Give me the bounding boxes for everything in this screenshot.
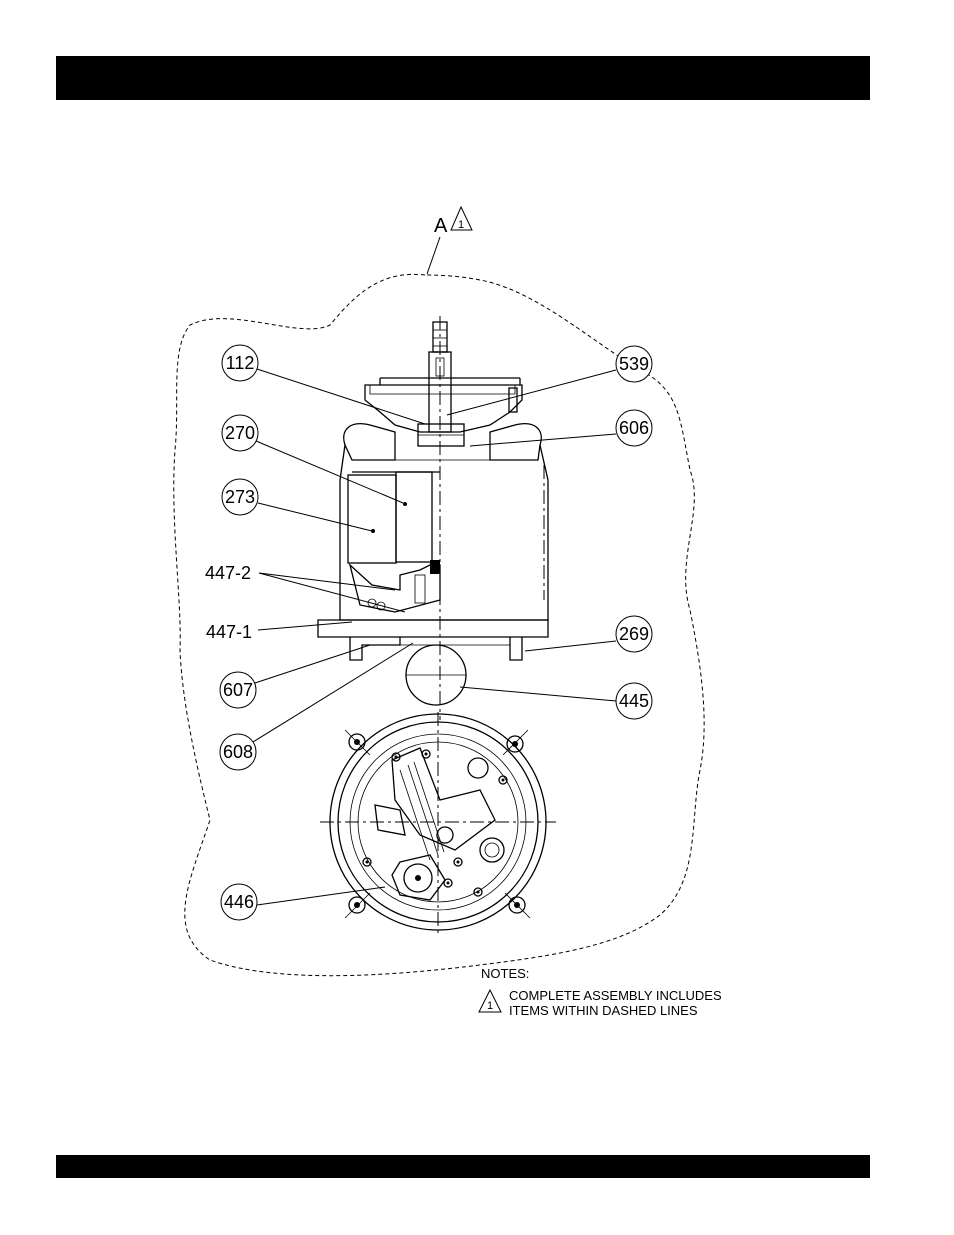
- svg-text:446: 446: [224, 892, 254, 912]
- svg-text:447-2: 447-2: [205, 563, 251, 583]
- motor-bottom-view: [320, 712, 556, 935]
- svg-text:112: 112: [226, 353, 255, 373]
- svg-text:269: 269: [619, 624, 649, 644]
- notes-heading: NOTES:: [481, 966, 529, 981]
- callout-539: 539: [447, 346, 652, 415]
- callout-607: 607: [220, 645, 370, 708]
- svg-text:539: 539: [619, 354, 649, 374]
- note-line-2: ITEMS WITHIN DASHED LINES: [509, 1003, 698, 1018]
- motor-side-view: [318, 316, 548, 720]
- callout-606: 606: [470, 410, 652, 446]
- assembly-label: A: [434, 215, 448, 237]
- note-line-1: COMPLETE ASSEMBLY INCLUDES: [509, 988, 722, 1003]
- svg-text:607: 607: [223, 680, 253, 700]
- callout-445: 445: [460, 683, 652, 719]
- svg-text:273: 273: [225, 487, 255, 507]
- svg-text:606: 606: [619, 418, 649, 438]
- assembly-note-number: 1: [458, 219, 464, 231]
- callout-446: 446: [221, 884, 385, 920]
- callout-447-1: 447-1: [206, 622, 352, 642]
- svg-text:270: 270: [225, 423, 255, 443]
- svg-text:608: 608: [223, 742, 253, 762]
- note-number: 1: [487, 1000, 493, 1012]
- callout-608: 608: [220, 643, 413, 770]
- callout-269: 269: [525, 616, 652, 652]
- notes-block: NOTES: 1 COMPLETE ASSEMBLY INCLUDES ITEM…: [479, 966, 722, 1018]
- callout-273: 273: [222, 479, 372, 531]
- callout-447-2: 447-2: [205, 563, 405, 612]
- svg-text:447-1: 447-1: [206, 622, 252, 642]
- svg-text:445: 445: [619, 691, 649, 711]
